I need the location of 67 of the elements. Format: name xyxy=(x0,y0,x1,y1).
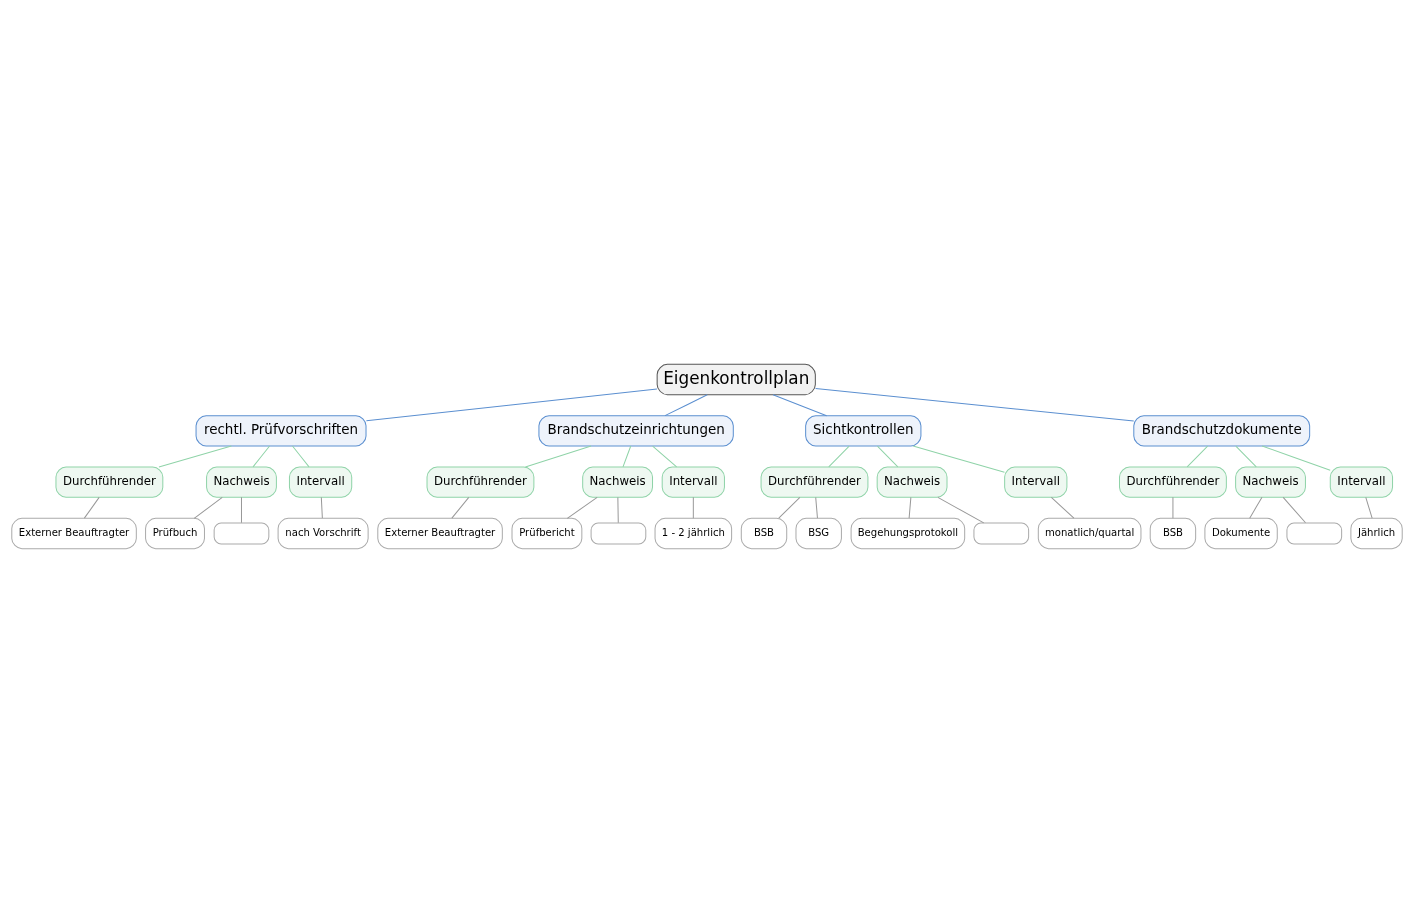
node-box: Prüfbericht xyxy=(511,517,583,550)
node-box: Sichtkontrollen xyxy=(805,415,922,447)
connector xyxy=(1282,496,1307,524)
node-box: Durchführender xyxy=(760,466,869,498)
connector xyxy=(908,496,912,519)
node-box: Jährlich xyxy=(1350,517,1403,550)
node-box: Begehungsprotokoll xyxy=(850,517,966,550)
connector xyxy=(1186,445,1209,468)
node-box: Eigenkontrollplan xyxy=(656,363,816,396)
connector xyxy=(937,496,985,524)
connector xyxy=(778,496,801,519)
connector xyxy=(524,445,592,468)
connector xyxy=(912,445,1005,473)
connector xyxy=(617,496,619,524)
connector xyxy=(451,496,470,519)
connector xyxy=(622,445,632,468)
node-box xyxy=(973,522,1030,545)
node-box: Durchführender xyxy=(1119,466,1227,498)
node-box: Brandschutzdokumente xyxy=(1133,415,1311,447)
connector xyxy=(1365,496,1373,519)
node-box: Nachweis xyxy=(582,466,654,498)
node-box: Intervall xyxy=(288,466,353,498)
node-box: rechtl. Prüfvorschriften xyxy=(195,415,367,447)
node-box: BSB xyxy=(1149,517,1197,550)
connector xyxy=(1172,496,1174,519)
node-box: 1 - 2 jährlich xyxy=(654,517,733,550)
node-box: Durchführender xyxy=(55,466,164,498)
node-box: Externer Beauftragter xyxy=(377,517,503,550)
connector xyxy=(320,496,323,519)
node-box: Intervall xyxy=(1004,466,1068,498)
node-box: Intervall xyxy=(1329,466,1394,498)
connector xyxy=(291,445,310,468)
node-box: Dokumente xyxy=(1204,517,1278,550)
connector xyxy=(815,387,1135,422)
connector xyxy=(252,445,271,468)
node-box: Nachweis xyxy=(206,466,277,498)
connector xyxy=(566,496,598,519)
node-box: Nachweis xyxy=(876,466,948,498)
connector xyxy=(365,388,658,422)
connector xyxy=(83,496,100,519)
connector xyxy=(241,496,242,524)
connector xyxy=(692,496,694,519)
connector xyxy=(876,445,899,468)
node-box xyxy=(1286,522,1343,545)
node-box: Prüfbuch xyxy=(145,517,205,550)
node-box: BSG xyxy=(795,517,842,550)
connector xyxy=(193,496,223,519)
node-box: BSB xyxy=(740,517,788,550)
connector xyxy=(828,445,850,468)
node-box: Nachweis xyxy=(1235,466,1306,498)
connector xyxy=(1249,496,1263,519)
node-box: Brandschutzeinrichtungen xyxy=(538,415,734,447)
connector xyxy=(664,394,708,417)
connector xyxy=(1261,445,1331,471)
node-box: Durchführender xyxy=(426,466,535,498)
node-box xyxy=(590,522,647,545)
connector xyxy=(815,496,818,519)
connector xyxy=(1235,445,1257,468)
connector xyxy=(652,445,678,468)
connector xyxy=(158,445,232,468)
node-box: nach Vorschrift xyxy=(277,517,369,550)
node-box: Intervall xyxy=(661,466,725,498)
connector xyxy=(772,394,828,417)
connector xyxy=(1050,496,1075,519)
node-box: monatlich/quartal xyxy=(1037,517,1142,550)
node-box: Externer Beauftragter xyxy=(11,517,137,550)
node-box xyxy=(213,522,270,545)
